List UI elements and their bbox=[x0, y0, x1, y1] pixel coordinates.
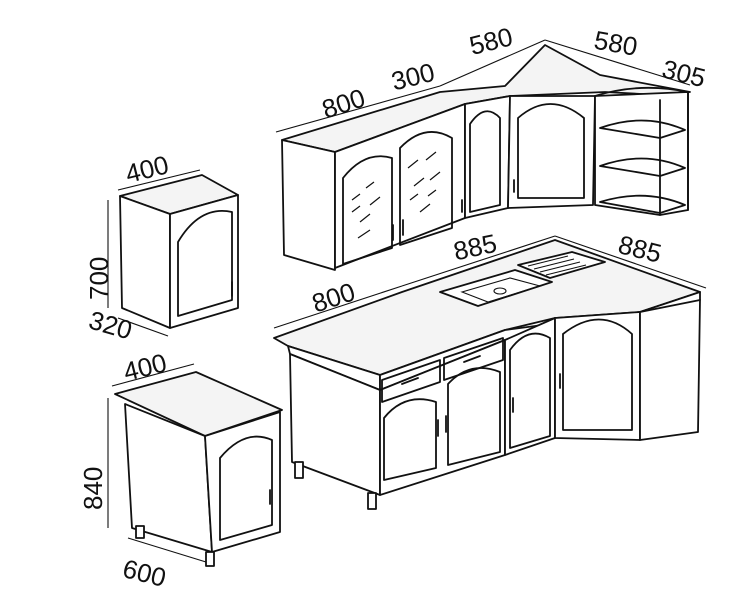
drainboard bbox=[517, 251, 606, 279]
narrow-base-door bbox=[509, 332, 551, 449]
base-door-right bbox=[447, 367, 501, 466]
base-unit bbox=[114, 371, 283, 567]
base-unit-door bbox=[219, 435, 273, 541]
dim-base-840: 840 bbox=[78, 467, 108, 510]
dim-upper-580-a: 580 bbox=[466, 21, 515, 61]
dim-wall-700: 700 bbox=[84, 257, 114, 300]
corner-base-door bbox=[562, 318, 633, 431]
dim-base-600: 600 bbox=[120, 553, 169, 593]
dimension-lines bbox=[107, 39, 707, 563]
glass-door-right bbox=[399, 131, 453, 246]
dim-wall-400: 400 bbox=[122, 149, 171, 189]
upper-cabinet-run bbox=[281, 44, 691, 271]
wall-unit-door bbox=[177, 210, 233, 317]
narrow-door bbox=[469, 110, 501, 213]
base-door-left bbox=[383, 398, 437, 481]
dim-upper-580-b: 580 bbox=[592, 25, 640, 62]
drawer-right bbox=[443, 337, 504, 381]
dimension-labels: 800 300 580 580 305 800 885 885 400 700 … bbox=[78, 21, 709, 592]
corner-door bbox=[517, 103, 585, 199]
dim-counter-885-b: 885 bbox=[615, 229, 664, 269]
dim-upper-300: 300 bbox=[388, 57, 437, 97]
base-cabinet-run bbox=[273, 239, 701, 510]
sink-bowl bbox=[439, 269, 553, 307]
drawer-left bbox=[381, 359, 441, 403]
glass-door-left bbox=[342, 155, 393, 265]
wall-unit bbox=[119, 174, 239, 329]
